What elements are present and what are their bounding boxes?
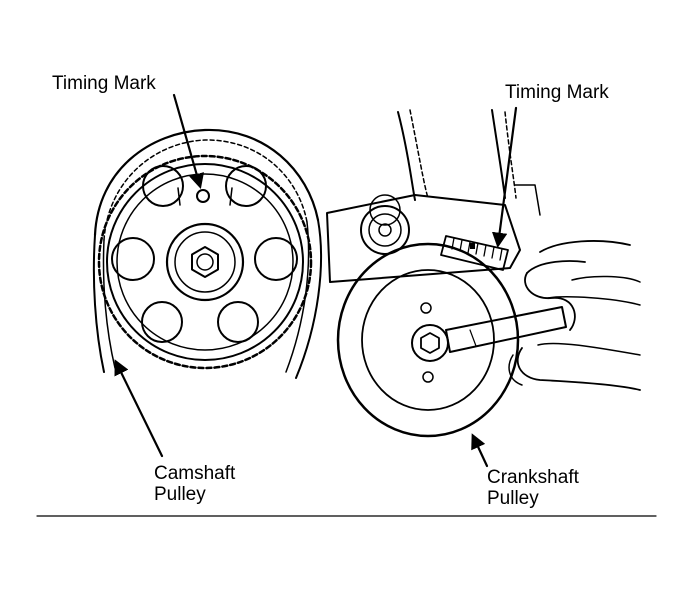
camshaft-pulley-label: Camshaft Pulley [154,463,235,505]
timing-scale [440,235,509,271]
crankshaft-pulley-label: Crankshaft Pulley [487,467,579,509]
crankshaft-label-line1: Crankshaft [487,467,579,488]
timing-belt-cover [326,194,521,283]
timing-mark-label-right: Timing Mark [505,82,609,103]
camshaft-label-line2: Pulley [154,484,206,505]
hand [508,240,641,391]
camshaft-label-line1: Camshaft [154,463,236,484]
camshaft-pulley [97,154,313,370]
crankshaft-pulley-arrow [471,433,489,468]
timing-mark-label-left: Timing Mark [52,73,156,94]
crankshaft-pulley [336,242,520,438]
crankshaft-belt [397,109,541,216]
wrench [445,306,567,353]
timing-mark-left-arrow [172,93,205,189]
crankshaft-label-line2: Pulley [487,488,539,509]
camshaft-timing-mark-hole [196,189,210,203]
camshaft-pulley-arrow [114,359,164,458]
timing-mark-right-arrow [491,106,518,249]
